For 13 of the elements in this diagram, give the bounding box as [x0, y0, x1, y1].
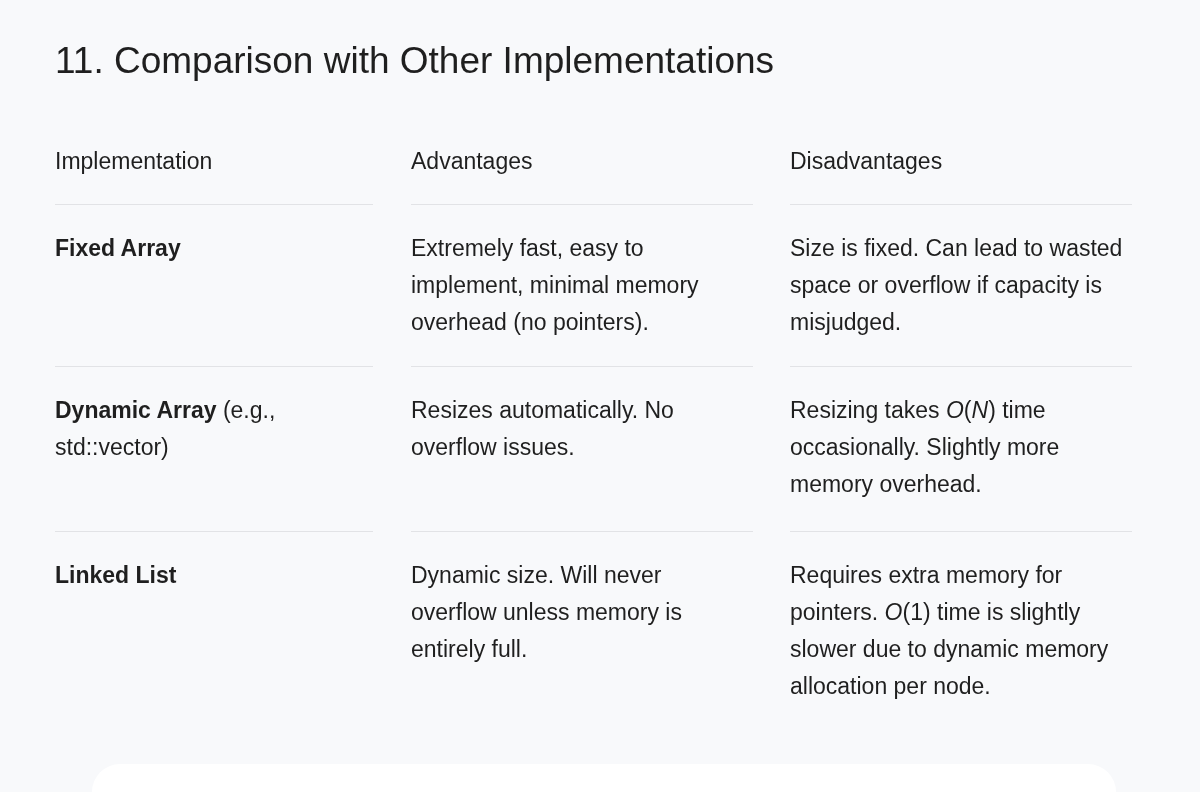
table-cell-text: Fixed Array	[55, 234, 182, 263]
table-cell-text: Requires extra memory for pointers. O(1) time is slightly slower due to dynamic memory allocation per node.	[790, 561, 1110, 701]
table-cell-text: Extremely fast, easy to implement, minimal memory overhead (no pointers).	[411, 234, 700, 337]
column-header: Advantages	[411, 147, 534, 176]
table-cell-text: Resizing takes O(N) time occasionally. Slightly more memory overhead.	[790, 396, 1061, 499]
page-title: 11. Comparison with Other Implementations	[55, 40, 775, 82]
column-header: Implementation	[55, 147, 214, 176]
table-cell-text: Dynamic size. Will never overflow unless memory is entirely full.	[411, 561, 683, 664]
column-header: Disadvantages	[790, 147, 944, 176]
table-cell-text: Resizes automatically. No overflow issues.	[411, 396, 675, 462]
table-cell-text: Size is fixed. Can lead to wasted space or overflow if capacity is misjudged.	[790, 234, 1124, 337]
table-cell-text: Linked List	[55, 561, 178, 590]
table-cell-text: Dynamic Array (e.g., std::vector)	[55, 396, 277, 462]
